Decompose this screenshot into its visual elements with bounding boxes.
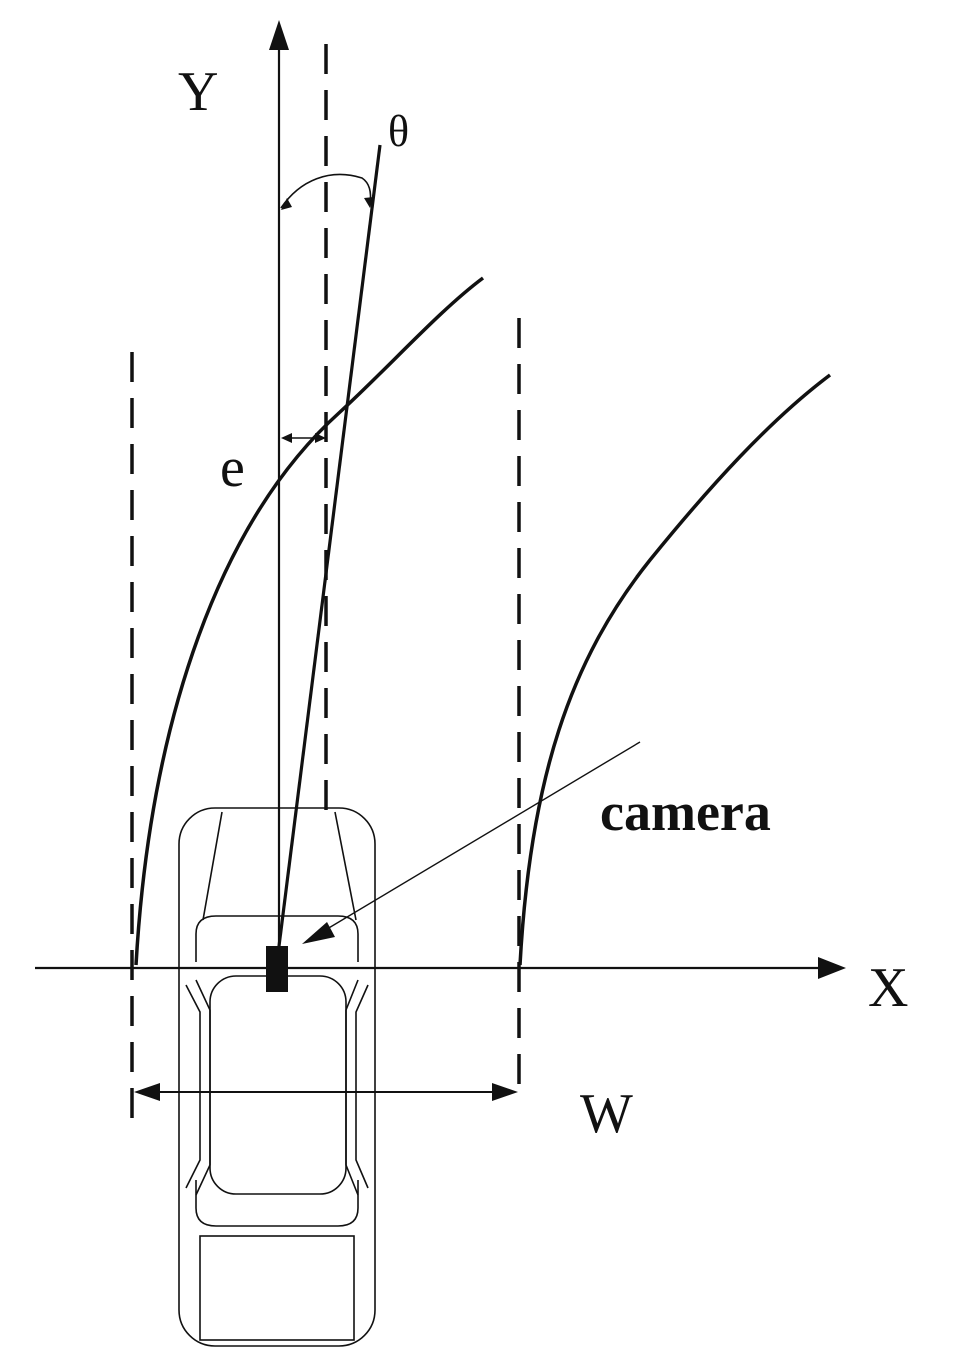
x-axis-label: X (868, 957, 908, 1019)
car-windshield (195, 915, 359, 962)
left-curved-lane-line (134, 276, 485, 966)
width-w-label: W (580, 1083, 633, 1145)
theta-label: θ (388, 107, 409, 156)
theta-angle-arc (280, 173, 374, 210)
car-rear-window (195, 1180, 359, 1227)
y-axis (269, 20, 289, 968)
offset-e-label: e (220, 437, 245, 499)
y-axis-label: Y (178, 61, 218, 123)
width-w-dimension (134, 1083, 518, 1101)
car-left-pillar (185, 979, 211, 1196)
camera-marker (266, 946, 288, 992)
x-axis-arrowhead (818, 957, 846, 979)
car-trunk (199, 1235, 355, 1341)
camera-label: camera (600, 782, 771, 842)
x-axis (35, 957, 846, 979)
car-hood-lines (202, 811, 357, 921)
right-curved-lane-line (518, 373, 832, 966)
car-right-pillar (345, 979, 369, 1196)
camera-pointer-arrow (302, 741, 641, 944)
heading-line (275, 144, 382, 963)
car-body (178, 807, 376, 1347)
y-axis-arrowhead (269, 20, 289, 50)
car-cabin (209, 975, 347, 1195)
car-top-view (178, 807, 376, 1347)
offset-e-dimension (281, 433, 326, 443)
